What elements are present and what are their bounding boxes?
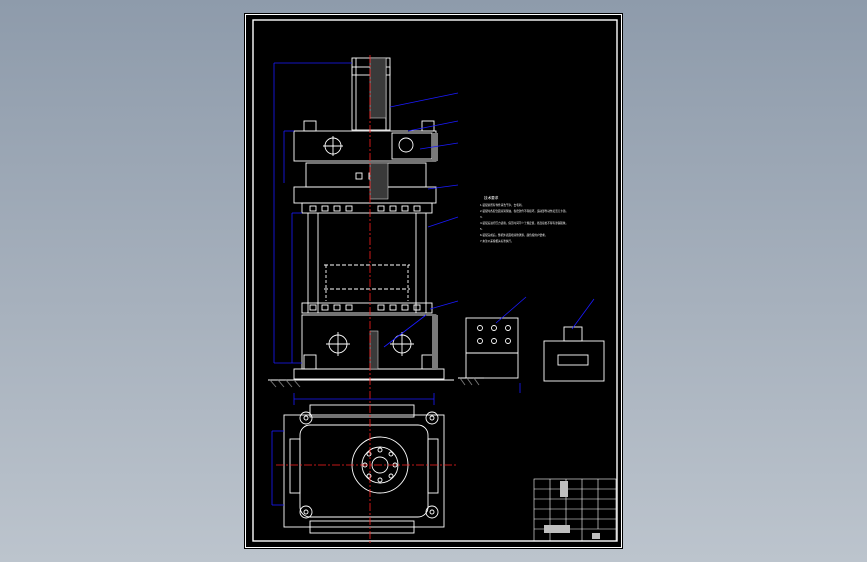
platen-bolts-lower bbox=[309, 304, 421, 311]
tech-req-line-4: 4.装配后进行压力试验，保压时间不少于规定值，各连接处不得有渗漏现象。 bbox=[480, 221, 568, 225]
top-crosshead bbox=[293, 130, 437, 162]
upper-platen bbox=[301, 202, 433, 214]
tech-req-line-5: 5. bbox=[480, 227, 483, 231]
tech-req-heading: 技术要求 bbox=[484, 195, 499, 200]
guide-block bbox=[305, 162, 427, 188]
tech-req-line-3: 3. bbox=[480, 215, 483, 219]
detail-view-a bbox=[458, 317, 519, 386]
front-view bbox=[293, 57, 445, 380]
assembly-drawing: 技术要求 1.装配前所有零件清洗干净，去毛刺。 2.装配时各配合面涂润滑油，各密… bbox=[245, 14, 622, 548]
tech-req-line-7: 7.未注公差按相关标准执行。 bbox=[480, 239, 514, 243]
detail-view-b bbox=[543, 326, 605, 382]
ground-symbol bbox=[268, 379, 454, 388]
tech-req-line-6: 6.装配完成后，整机外表面喷涂防锈漆，颜色按用户要求。 bbox=[480, 233, 547, 237]
plan-outer bbox=[283, 414, 445, 528]
centerlines bbox=[276, 55, 458, 543]
tech-req-line-1: 1.装配前所有零件清洗干净，去毛刺。 bbox=[480, 203, 524, 207]
tech-req-line-2: 2.装配时各配合面涂润滑油，各密封件不得损坏，运动部件动作灵活无卡滞。 bbox=[480, 209, 568, 213]
plan-view bbox=[283, 404, 445, 534]
plan-inner bbox=[299, 424, 429, 518]
platen-bolts-upper bbox=[309, 205, 421, 212]
outer-frame bbox=[245, 14, 622, 548]
section-hatch bbox=[369, 57, 438, 370]
inner-frame bbox=[252, 19, 618, 542]
base-plate bbox=[293, 368, 445, 380]
tech-requirements: 技术要求 1.装配前所有零件清洗干净，去毛刺。 2.装配时各配合面涂润滑油，各密… bbox=[480, 195, 568, 243]
drawing-sheet[interactable]: 技术要求 1.装配前所有零件清洗干净，去毛刺。 2.装配时各配合面涂润滑油，各密… bbox=[244, 13, 623, 549]
title-block bbox=[533, 478, 617, 542]
dimensions bbox=[271, 62, 521, 506]
lower-platen bbox=[301, 302, 433, 314]
leader-lines bbox=[383, 92, 595, 348]
